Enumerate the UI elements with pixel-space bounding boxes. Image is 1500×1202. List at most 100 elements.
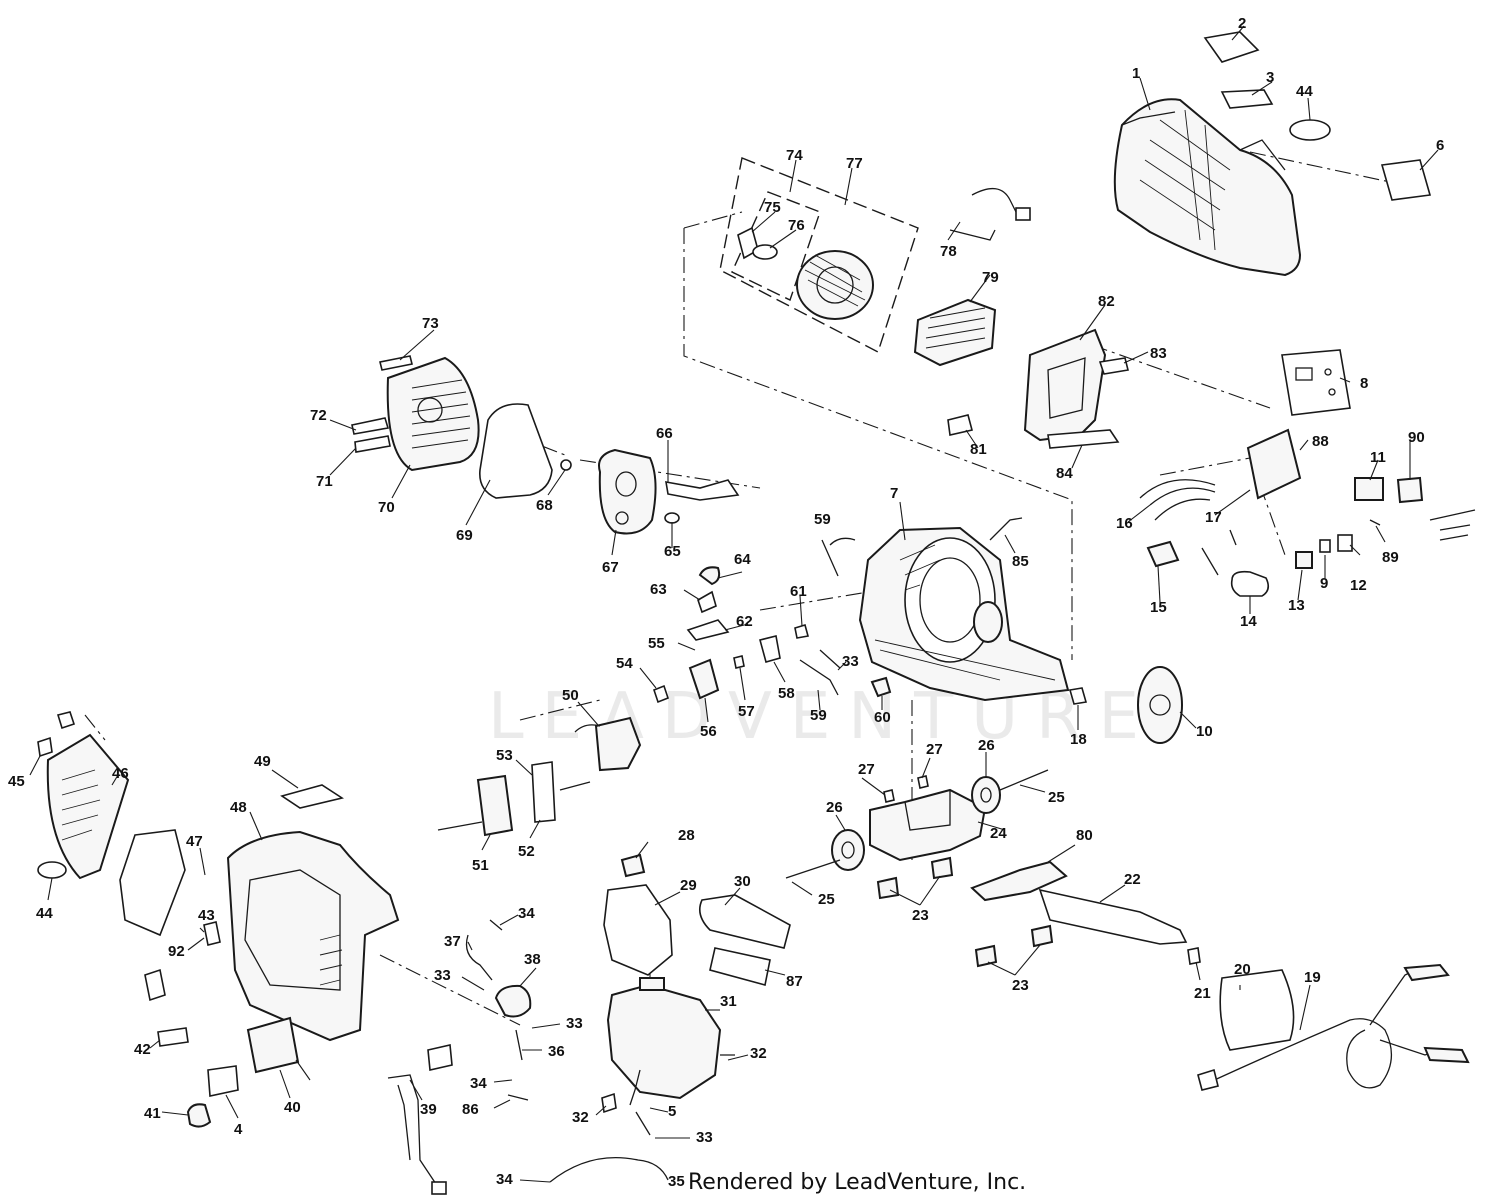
callout-25-right: 25: [1048, 789, 1065, 806]
callout-42: 42: [134, 1041, 151, 1058]
fitting-32: [601, 1092, 617, 1114]
callout-10: 10: [1196, 723, 1213, 740]
crank-end: [973, 601, 1003, 643]
spark-plug: [989, 517, 1023, 541]
engine-group: [733, 517, 1183, 744]
callout-56: 56: [700, 723, 717, 740]
foot-23d: [1030, 924, 1054, 948]
callout-44-top: 44: [1296, 83, 1313, 100]
callout-32-left: 32: [572, 1109, 589, 1126]
spark-plug-cap: [1015, 207, 1031, 221]
callout-89: 89: [1382, 549, 1399, 566]
outline-engine-group: [683, 228, 1073, 660]
callout-59-top: 59: [814, 511, 831, 528]
label-4: [207, 1065, 239, 1097]
inverter-panel: [1246, 428, 1302, 500]
callout-58: 58: [778, 685, 795, 702]
callout-46: 46: [112, 765, 129, 782]
callout-77: 77: [846, 155, 863, 172]
callout-47: 47: [186, 833, 203, 850]
callout-92: 92: [168, 943, 185, 960]
cover-strip-73: [379, 355, 413, 371]
front-frame: [1023, 328, 1107, 442]
cover-strip-71: [354, 435, 391, 453]
bracket-39: [427, 1044, 453, 1071]
callout-63: 63: [650, 581, 667, 598]
carry-handle-cover: [1203, 31, 1260, 63]
callout-48: 48: [230, 799, 247, 816]
rear-housing: [1113, 98, 1302, 277]
callout-69: 69: [456, 527, 473, 544]
starter-grip: [752, 244, 778, 260]
switch-9: [1319, 539, 1331, 553]
base-24: [869, 788, 987, 862]
callout-25-left: 25: [818, 891, 835, 908]
fuel-system-group: [387, 853, 791, 1195]
gasket-57: [733, 655, 745, 669]
callout-21: 21: [1194, 985, 1211, 1002]
callout-79: 79: [982, 269, 999, 286]
front-cover: [386, 356, 480, 472]
fuel-pump-38: [494, 984, 532, 1018]
exhaust-group: [437, 716, 642, 837]
footer-credit: Rendered by LeadVenture, Inc.: [688, 1170, 1027, 1195]
callout-27-right: 27: [926, 741, 943, 758]
callout-33-pump: 33: [434, 967, 451, 984]
chassis-group: [785, 769, 1470, 1091]
callout-29: 29: [680, 877, 697, 894]
callout-33-engine: 33: [842, 653, 859, 670]
carburetor-group: [560, 448, 740, 704]
callout-17: 17: [1205, 509, 1222, 526]
callout-44-left: 44: [36, 905, 53, 922]
callout-53: 53: [496, 747, 513, 764]
callout-5: 5: [668, 1103, 676, 1120]
fuel-cap-28: [620, 853, 646, 878]
callout-18: 18: [1070, 731, 1087, 748]
callout-81: 81: [970, 441, 987, 458]
fuel-funnel-29: [603, 884, 673, 976]
switch-12: [1337, 534, 1353, 552]
callout-50: 50: [562, 687, 579, 704]
carburetor: [688, 658, 720, 700]
callout-43: 43: [198, 907, 215, 924]
bracket-18: [1068, 687, 1088, 705]
insulator-58: [759, 635, 781, 663]
callout-66: 66: [656, 425, 673, 442]
callout-36: 36: [548, 1043, 565, 1060]
wheel-right-26: [971, 776, 1001, 814]
callout-49: 49: [254, 753, 271, 770]
front-cover-group: [351, 355, 553, 499]
callout-57: 57: [738, 703, 755, 720]
callout-75: 75: [764, 199, 781, 216]
receptacle-90: [1396, 476, 1424, 504]
callout-32-right: 32: [750, 1045, 767, 1062]
tank-neck: [639, 977, 665, 991]
wheel-left-26: [831, 829, 865, 871]
tag-87: [709, 947, 771, 986]
callout-65: 65: [664, 543, 681, 560]
callout-34-top: 34: [518, 905, 535, 922]
bracket-62: [686, 619, 730, 641]
callout-83: 83: [1150, 345, 1167, 362]
breaker-13: [1295, 551, 1313, 569]
frame-label: [1098, 357, 1129, 375]
plug-19: [1197, 1068, 1219, 1091]
callout-84: 84: [1056, 465, 1073, 482]
callout-52: 52: [518, 843, 535, 860]
foot-23a: [876, 876, 900, 900]
callout-82: 82: [1098, 293, 1115, 310]
clip-top: [56, 711, 76, 730]
control-panel-plate: [1281, 349, 1351, 416]
callout-20: 20: [1234, 961, 1251, 978]
outlet-11: [1354, 477, 1384, 501]
callout-62: 62: [736, 613, 753, 630]
callout-40: 40: [284, 1099, 301, 1116]
handle-bar-22: [1038, 888, 1188, 945]
callout-54: 54: [616, 655, 633, 672]
callout-24: 24: [990, 825, 1007, 842]
nut-27a: [883, 789, 895, 803]
clamp-red: [1403, 963, 1450, 982]
clamp-black: [1423, 1046, 1470, 1064]
air-cleaner-case: [598, 448, 657, 535]
callout-31: 31: [720, 993, 737, 1010]
